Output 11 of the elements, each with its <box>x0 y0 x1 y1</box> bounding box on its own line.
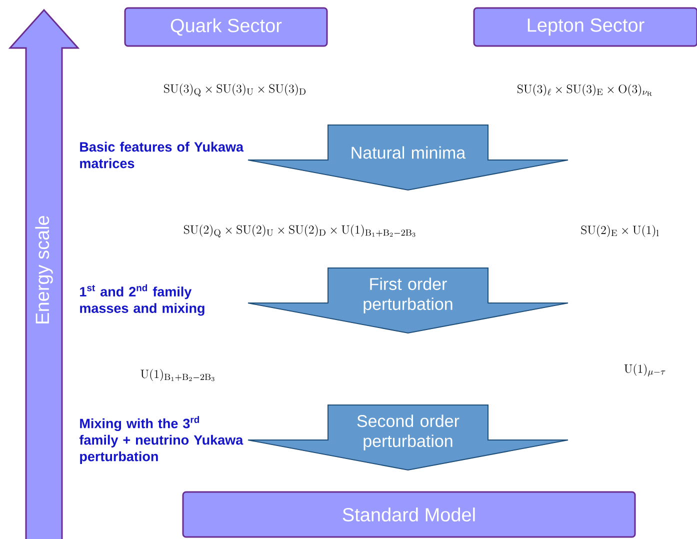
sector-box: Quark Sector <box>124 7 328 47</box>
sector-box: Standard Model <box>182 491 636 538</box>
group-formula: $\mathrm{SU}(3)_{\ell}\times\mathrm{SU}(3)_{\mathrm{E}}\times\mathrm{O}(3)_{\nu_{\mathrm{R}}}$ <box>518 84 652 96</box>
group-formula: $\mathrm{U}(1)_{\mu-\tau}$ <box>624 364 666 376</box>
sector-box: Lepton Sector <box>473 7 697 47</box>
group-formula: $\mathrm{SU}(3)_{\mathrm{Q}}\times\mathrm{SU}(3)_{\mathrm{U}}\times\mathrm{SU}(3)_{\mathrm{D}}$ <box>164 84 306 96</box>
group-formula: $\mathrm{SU}(2)_{\mathrm{Q}}\times\mathrm{SU}(2)_{\mathrm{U}}\times\mathrm{SU}(2)_{\mathrm{D}}\times\mathrm{U}(1)_{\mathrm{B_1+B_2-2B_3}}$ <box>184 224 416 238</box>
group-formula: $\mathrm{U}(1)_{\mathrm{B_1+B_2-2B_3}}$ <box>140 369 214 382</box>
group-formula: $\mathrm{SU}(2)_{\mathrm{E}}\times\mathrm{U}(1)_{\mathrm{l}}$ <box>581 225 659 237</box>
note-text: Basic features of Yukawa matrices <box>80 142 244 168</box>
note-text: Mixing with the 3$^{rd}$ family + neutrino Yukawa perturbation <box>79 416 244 464</box>
